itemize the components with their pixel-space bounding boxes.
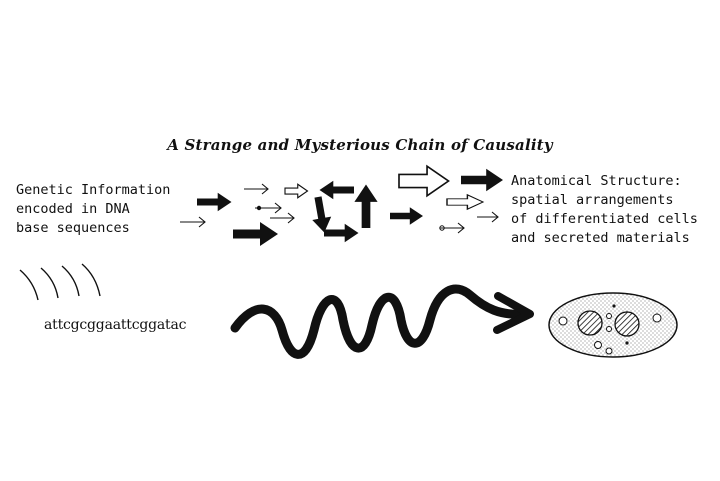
vesicle <box>594 341 602 349</box>
anatomical-line-1: Anatomical Structure: <box>511 173 682 189</box>
dna-sequence-text: attcgcggaattcggatac <box>44 317 187 333</box>
thin-arrow-icon <box>477 211 499 223</box>
thick-arrow-icon <box>197 192 232 212</box>
dna-arc <box>81 263 101 297</box>
vesicle <box>558 316 568 326</box>
cell-outline <box>548 292 678 358</box>
cell-nucleus <box>614 311 640 337</box>
genetic-info-line-3: base sequences <box>16 220 130 236</box>
anatomical-line-4: and secreted materials <box>511 230 690 246</box>
thick-arrow-icon <box>390 207 423 225</box>
thick-arrow-icon <box>233 222 278 246</box>
dna-arc <box>19 269 39 301</box>
granule <box>625 341 629 345</box>
thick-arrow-icon <box>324 223 359 243</box>
anatomical-structure-block: Anatomical Structure: spatial arrangemen… <box>511 172 698 248</box>
vesicle <box>652 313 662 323</box>
anatomical-line-2: spatial arrangements <box>511 192 674 208</box>
vesicle <box>605 347 613 355</box>
genetic-info-block: Genetic Information encoded in DNA base … <box>16 181 170 238</box>
dna-arc <box>61 265 80 297</box>
thin-arrow-icon <box>244 183 269 195</box>
diagram-title: A Strange and Mysterious Chain of Causal… <box>167 136 553 154</box>
hollow-arrow-icon <box>284 183 309 199</box>
arrow-tail-dot <box>439 225 445 231</box>
genetic-info-line-1: Genetic Information <box>16 182 171 198</box>
vesicle <box>606 313 612 319</box>
dna-strand-arcs <box>19 263 101 301</box>
thin-arrow-icon <box>440 222 465 234</box>
thin-arrow-icon <box>270 212 295 224</box>
dna-arc <box>40 267 59 299</box>
cell-nucleus <box>577 310 603 336</box>
hollow-arrow-icon <box>446 194 484 210</box>
granule <box>612 304 616 308</box>
thick-arrow-icon <box>461 168 503 192</box>
down-arrow-icon <box>308 195 334 235</box>
left-arrow-icon <box>319 180 354 200</box>
anatomical-line-3: of differentiated cells <box>511 211 698 227</box>
genetic-info-line-2: encoded in DNA <box>16 201 130 217</box>
squiggle-arrow <box>230 284 534 359</box>
thin-arrow-icon <box>180 216 206 228</box>
vesicle <box>606 326 612 332</box>
arrow-cluster <box>180 165 503 246</box>
arrow-tail-dot <box>256 205 262 211</box>
hollow-arrow-icon <box>398 165 450 197</box>
up-arrow-icon <box>354 184 378 228</box>
cell-structure <box>548 292 678 358</box>
